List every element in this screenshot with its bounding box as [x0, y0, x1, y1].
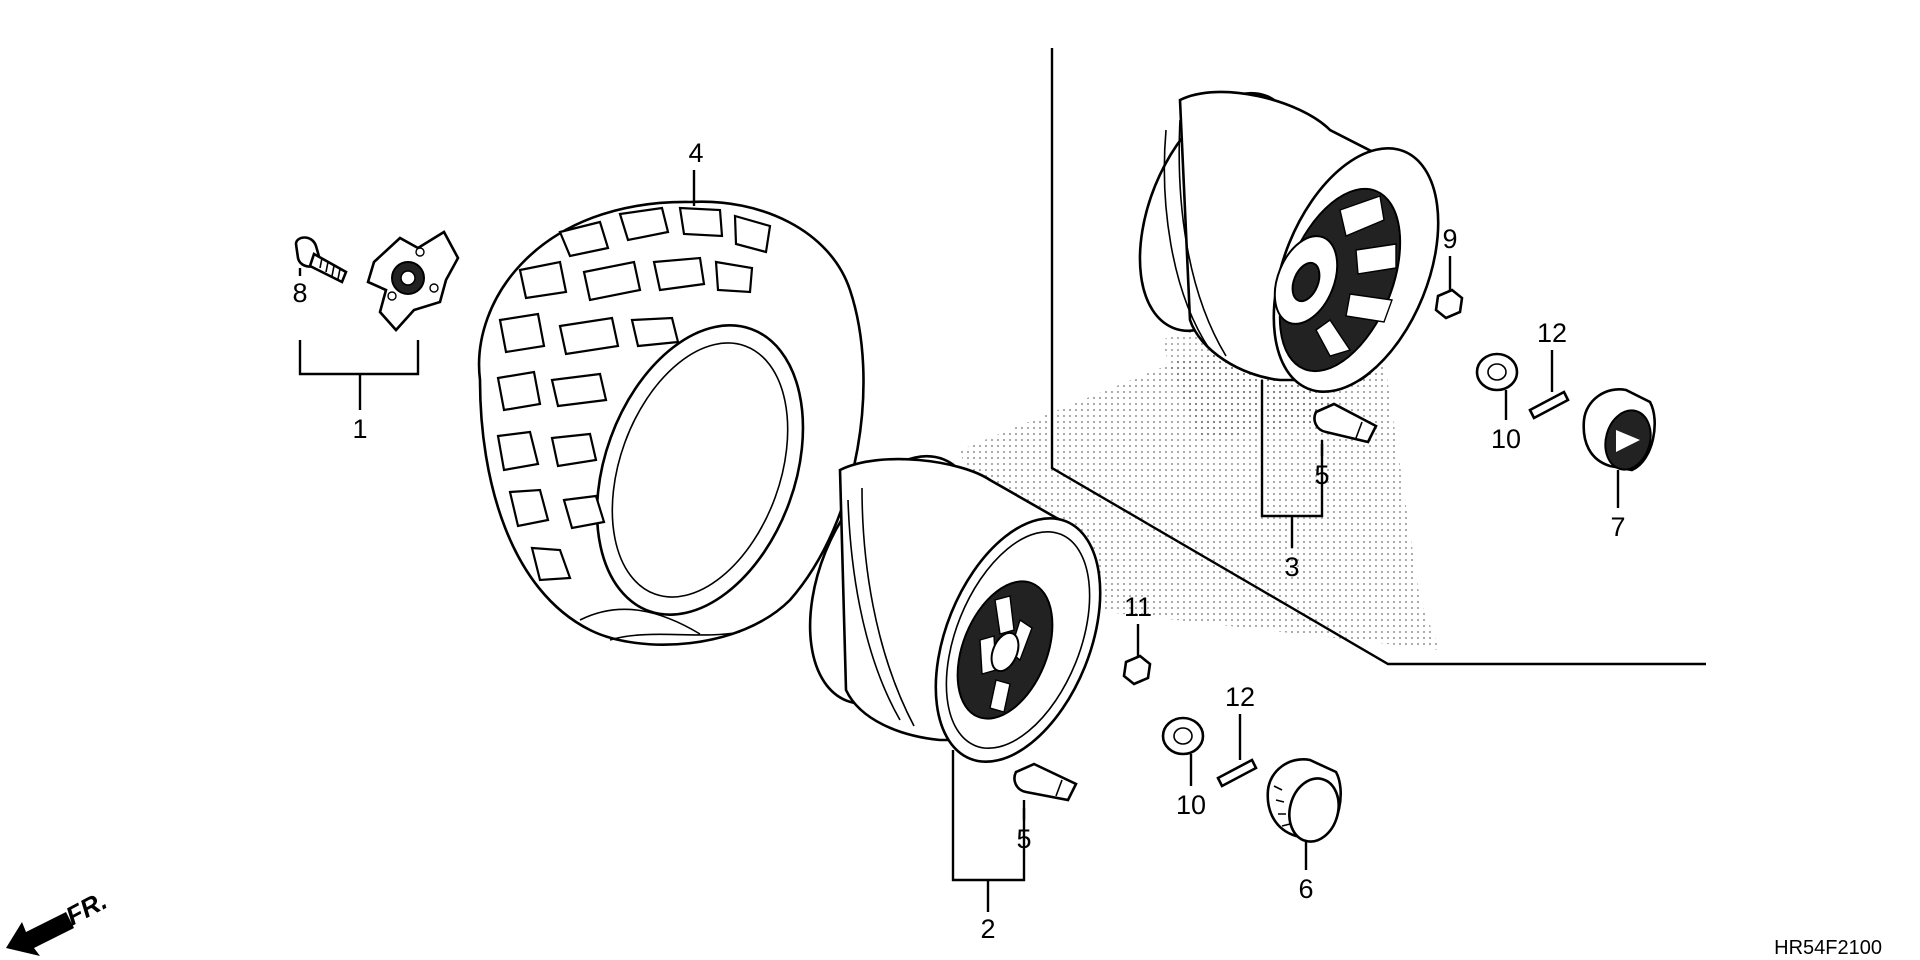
callout-3: 3: [1284, 552, 1299, 582]
front-wheel: [808, 454, 1102, 764]
cotter-pin-rear: [1528, 390, 1570, 420]
castle-nut-rear: [1475, 352, 1519, 392]
arrow-icon: [6, 912, 74, 956]
tire: [477, 200, 865, 646]
cotter-pin-front: [1216, 758, 1258, 788]
nut-rear: [1434, 288, 1464, 320]
diagram-code: HR54F2100: [1774, 937, 1882, 959]
callout-10-rear: 10: [1491, 424, 1521, 454]
front-direction-arrow: FR.: [6, 885, 112, 956]
callout-7: 7: [1610, 512, 1625, 542]
callout-10-front: 10: [1176, 790, 1206, 820]
hub-bolt: [294, 236, 348, 284]
callout-11: 11: [1124, 592, 1152, 622]
valve-stem-front: [1013, 762, 1078, 802]
callout-9: 9: [1442, 224, 1457, 254]
callout-8: 8: [292, 278, 307, 308]
castle-nut-front: [1161, 716, 1205, 756]
callout-12-rear: 12: [1537, 318, 1567, 348]
leader-lines: [298, 170, 1620, 912]
callout-4: 4: [688, 138, 703, 168]
wheel-hub-plate: [366, 230, 460, 332]
rear-wheel: [1138, 90, 1440, 394]
callout-1: 1: [352, 414, 367, 444]
callout-5-rear: 5: [1314, 460, 1329, 490]
callout-5-front: 5: [1016, 824, 1031, 854]
nut-front: [1122, 654, 1152, 686]
section-border: [1050, 48, 1706, 666]
callout-2: 2: [980, 914, 995, 944]
hub-cap-front: [1266, 758, 1342, 843]
valve-stem-rear: [1313, 402, 1378, 444]
callout-6: 6: [1298, 874, 1313, 904]
hub-cap-rear: [1582, 388, 1656, 472]
callout-12-front: 12: [1225, 682, 1255, 712]
callout-labels: 1 2 3 4 5 5 6 7 8 9 10 10 11 12 12: [292, 138, 1625, 944]
